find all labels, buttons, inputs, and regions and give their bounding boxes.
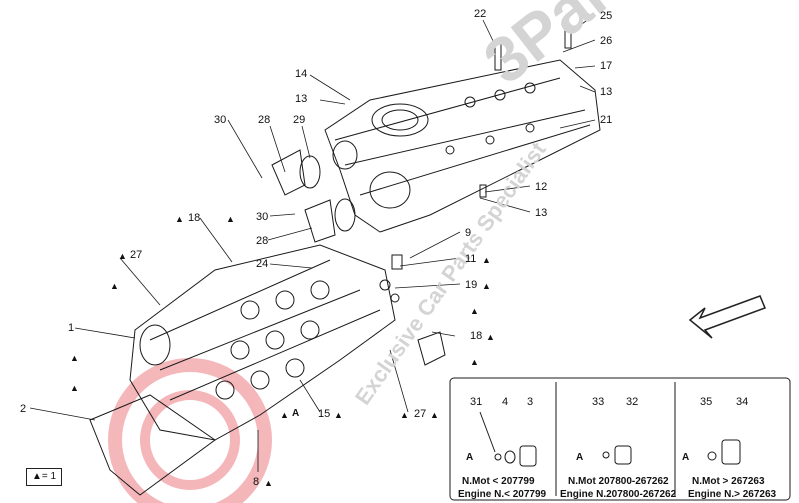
variant1-part-4: 4 [502,396,509,408]
variant2-part-33: 33 [592,396,605,408]
callout-28-top: 28 [258,114,271,126]
tri-right-2: ▲ [470,357,479,367]
tri-8: ▲ [264,478,273,488]
variant2-part-32: 32 [626,396,639,408]
callout-12: 12 [535,181,548,193]
variant3-part-35: 35 [700,396,713,408]
callout-13-right: 13 [535,207,548,219]
callout-24: 24 [256,258,269,270]
callout-1: 1 [68,322,75,334]
callout-9: 9 [465,227,472,239]
tri-18-right: ▲ [226,214,235,224]
tri-a: ▲ [280,410,289,420]
callout-11: 11 [465,253,477,265]
tri-27b: ▲ [400,410,409,420]
direction-arrow [688,295,766,339]
variant3-engine: Engine N.> 267263 [688,489,777,500]
cylinder-head [129,244,396,441]
tri-left-1: ▲ [110,281,119,291]
tri-19: ▲ [482,281,491,291]
callout-14: 14 [295,68,308,80]
tri-27: ▲ [118,251,127,261]
callout-28-mid: 28 [256,235,269,247]
callout-17: 17 [600,60,613,72]
variant1-part-31: 31 [470,396,483,408]
callout-18-right: 18 [470,330,483,342]
callout-27-left: 27 [130,249,143,261]
callout-27-bottom: 27 [414,408,427,420]
variant1-mot: N.Mot < 207799 [462,476,535,487]
callout-8: 8 [253,476,260,488]
leader-lines [29,14,596,472]
legend-key: ▲= 1 [26,468,62,486]
tri-18b: ▲ [486,332,495,342]
tri-right-1: ▲ [470,306,479,316]
bracket [417,331,446,366]
callout-18-left: 18 [188,212,201,224]
tri-11: ▲ [482,255,491,265]
watermark-logo [108,358,272,503]
callout-13-top: 13 [600,86,613,98]
variant1-engine: Engine N.< 207799 [458,489,547,500]
tri-left-3: ▲ [70,383,79,393]
cam-cover [324,59,601,233]
callout-19: 19 [465,279,478,291]
callout-29: 29 [293,114,306,126]
seal-rings [271,149,356,243]
variant1-part-3: 3 [527,396,534,408]
variant-box [449,377,791,501]
callout-30-mid: 30 [256,211,269,223]
callout-30-top: 30 [214,114,227,126]
variant3-part-34: 34 [736,396,749,408]
callout-13-mid: 13 [295,93,308,105]
tri-18-left: ▲ [175,214,184,224]
variant3-a: A [682,452,690,463]
callout-26: 26 [600,35,613,47]
callout-21: 21 [600,114,613,126]
tri-15: ▲ [334,410,343,420]
tri-27c: ▲ [430,410,439,420]
callout-a-main: A [292,408,300,419]
variant2-engine: Engine N.207800-267262 [560,489,677,500]
small-parts [379,29,572,303]
head-gasket [89,394,216,496]
variant1-a: A [466,452,474,463]
callout-15: 15 [318,408,331,420]
variant2-mot: N.Mot 207800-267262 [568,476,669,487]
callout-22: 22 [474,8,487,20]
tri-left-2: ▲ [70,353,79,363]
variant2-a: A [576,452,584,463]
callout-2: 2 [20,403,27,415]
callout-25: 25 [600,10,613,22]
variant3-mot: N.Mot > 267263 [692,476,765,487]
